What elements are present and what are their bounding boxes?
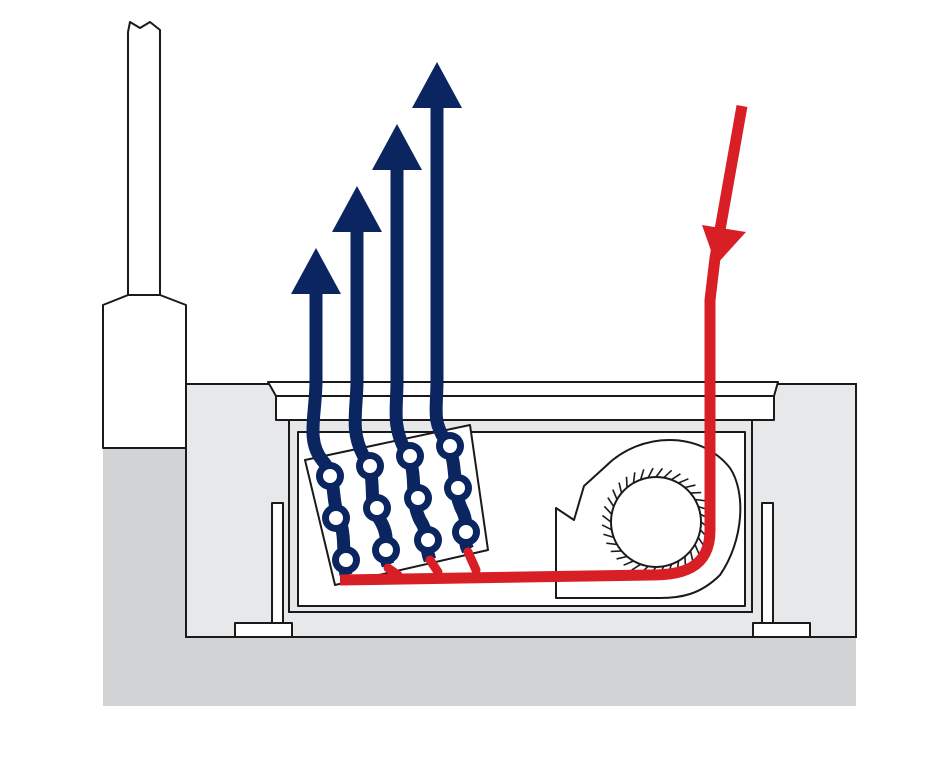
fan-blade: [689, 550, 694, 562]
heat-exchanger-tubes: [316, 432, 480, 574]
support-post-left: [271, 502, 284, 626]
fan-blade: [612, 489, 618, 500]
fan-blade: [618, 482, 623, 494]
tube-hole: [443, 439, 457, 453]
fan-blade: [601, 514, 612, 523]
cold-air-branch-3: [463, 547, 481, 575]
fan-blade: [690, 491, 702, 494]
warm-air-arrowhead-1: [291, 248, 341, 294]
cold-air-inlet-line: [339, 105, 748, 586]
wall-pipe-stem: [127, 21, 161, 296]
cold-air-branch-2: [425, 555, 443, 577]
tube-hole: [370, 501, 384, 515]
fan-blade: [601, 524, 613, 531]
heat-exchanger: [304, 424, 489, 586]
fan-blade: [623, 560, 634, 566]
fan-blade: [603, 505, 613, 515]
fan-blade: [632, 472, 636, 484]
support-base-right: [752, 622, 811, 638]
tube-hole: [403, 449, 417, 463]
wall-pipe-base: [102, 294, 187, 449]
fan-blade: [606, 542, 618, 546]
fan-blade: [616, 555, 628, 560]
fan-blade: [694, 498, 706, 502]
tube-hole: [411, 491, 425, 505]
fan-blade: [639, 469, 645, 480]
tube-hole: [459, 525, 473, 539]
fan-blade: [607, 497, 615, 508]
fan-blade: [610, 550, 622, 553]
fan-blade: [625, 476, 628, 488]
support-foot-right: [752, 502, 811, 638]
fan-blade: [663, 469, 673, 479]
cold-air-flow: [339, 105, 748, 586]
support-post-right: [761, 502, 774, 626]
top-grille: [267, 381, 779, 421]
tube-hole: [451, 481, 465, 495]
warm-air-arrowhead-3: [372, 124, 422, 170]
warm-air-arrowhead-2: [332, 186, 382, 232]
fan-blade: [655, 467, 664, 478]
support-foot-left: [234, 502, 293, 638]
fan-blade: [603, 533, 614, 539]
fan-blade: [678, 478, 689, 484]
warm-air-arrowhead-4: [412, 62, 462, 108]
tube-hole: [379, 543, 393, 557]
heat-exchanger-panel: [304, 424, 489, 586]
tube-hole: [323, 469, 337, 483]
wall-pipe: [102, 21, 187, 449]
tangential-fan: [555, 439, 742, 599]
tube-hole: [339, 553, 353, 567]
tube-hole: [363, 459, 377, 473]
fan-blade: [694, 544, 700, 555]
cold-air-arrowhead: [702, 225, 746, 265]
tube-hole: [421, 533, 435, 547]
tube-hole: [329, 511, 343, 525]
cold-air-branch-1: [383, 563, 403, 580]
fan-blade: [647, 467, 654, 479]
fan-blade: [684, 484, 696, 489]
fan-rotor: [610, 476, 702, 568]
fan-blade: [631, 563, 642, 571]
grille-frame: [267, 381, 779, 421]
fan-blade: [670, 473, 681, 481]
support-base-left: [234, 622, 293, 638]
